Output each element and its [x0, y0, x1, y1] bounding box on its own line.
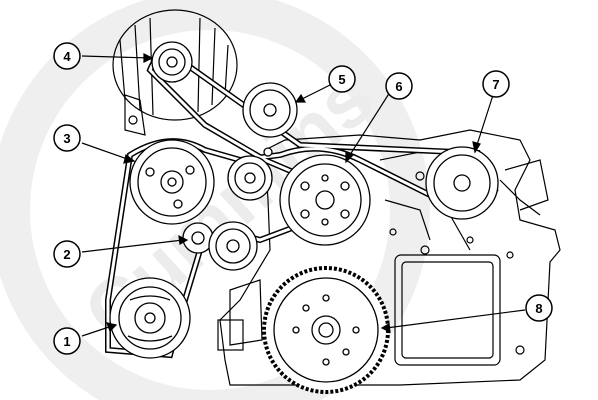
idler-pulley-upper	[242, 82, 298, 157]
callout-2: 2	[53, 240, 81, 268]
callout-8: 8	[525, 294, 553, 322]
callout-1-number: 1	[63, 334, 70, 349]
tensioner-pulley	[227, 155, 273, 201]
callout-4-number: 4	[63, 49, 71, 64]
idler-pulley	[182, 221, 258, 271]
ac-compressor-pulley	[425, 146, 499, 220]
callout-1: 1	[53, 327, 81, 355]
water-pump-pulley	[129, 139, 215, 225]
callout-3-number: 3	[63, 131, 70, 146]
callout-5-number: 5	[338, 72, 345, 87]
callout-6-number: 6	[395, 79, 402, 94]
callout-2-number: 2	[63, 247, 70, 262]
callout-4: 4	[53, 42, 81, 70]
leader-lines	[81, 53, 526, 337]
callout-8-number: 8	[535, 301, 542, 316]
alternator-pulley	[151, 41, 193, 83]
fan-hub-pulley	[279, 154, 371, 246]
callout-7-number: 7	[492, 77, 499, 92]
callout-7: 7	[482, 70, 510, 98]
callout-5: 5	[328, 65, 356, 93]
crankshaft-pulley	[109, 277, 191, 359]
engine-block	[217, 129, 561, 386]
callout-3: 3	[53, 124, 81, 152]
flywheel-ring-gear	[262, 266, 390, 394]
callout-6: 6	[385, 72, 413, 100]
